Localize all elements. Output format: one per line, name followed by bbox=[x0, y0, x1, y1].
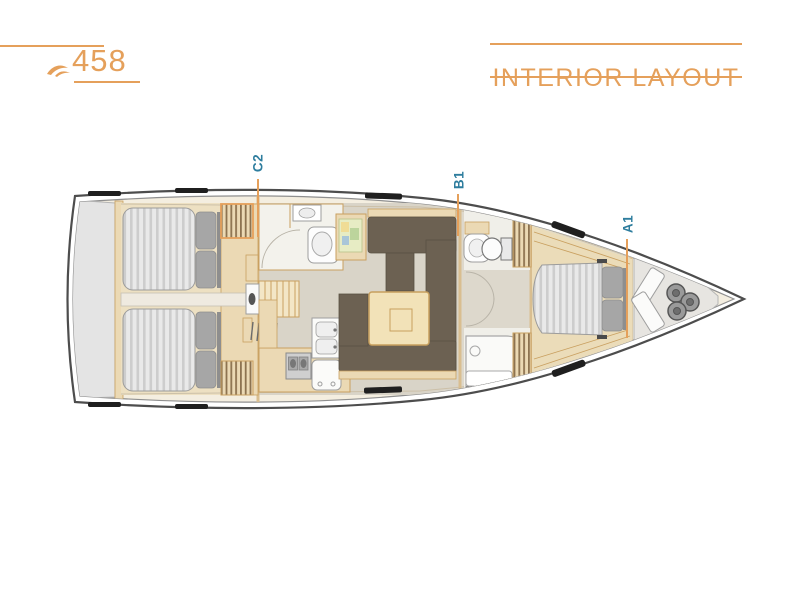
aft-head bbox=[258, 203, 344, 271]
logo-rule bbox=[0, 45, 104, 47]
centerline-passage bbox=[120, 292, 259, 307]
brand-swoosh-icon bbox=[47, 65, 70, 77]
pillow bbox=[195, 250, 217, 289]
bow-locker bbox=[631, 257, 719, 343]
title-rule-bottom bbox=[490, 76, 742, 78]
zone-label-b1: B1 bbox=[451, 170, 467, 190]
rope-coils bbox=[666, 283, 700, 321]
galley bbox=[258, 299, 351, 393]
zone-indicator-lines bbox=[257, 179, 628, 338]
aft-cabin-port bbox=[122, 203, 259, 295]
saloon-table bbox=[368, 291, 430, 346]
toilet bbox=[481, 237, 503, 261]
fwd-bed bbox=[532, 262, 603, 336]
model-number: 458 bbox=[72, 43, 127, 78]
logo-underline bbox=[74, 81, 140, 83]
aft-starboard-bed bbox=[122, 308, 196, 392]
wardrobe-aft-starboard bbox=[220, 360, 254, 396]
pillow bbox=[601, 299, 624, 332]
pillow bbox=[195, 350, 217, 389]
aft-port-bed bbox=[122, 207, 196, 291]
zone-label-c2: C2 bbox=[250, 153, 266, 173]
pillow bbox=[195, 311, 217, 350]
pillow bbox=[195, 211, 217, 250]
toilet-tank bbox=[500, 237, 513, 261]
fwd-cabin bbox=[532, 226, 632, 374]
pillow bbox=[601, 266, 624, 299]
zone-label-a1: A1 bbox=[620, 214, 636, 234]
title-rule-top bbox=[490, 43, 742, 45]
wardrobe-c2 bbox=[220, 203, 254, 239]
fwd-head-toilet bbox=[463, 210, 532, 301]
hull-windows bbox=[88, 188, 586, 409]
companionway-stairs bbox=[242, 254, 300, 343]
wardrobe-fwd-top bbox=[512, 218, 532, 268]
nav-station bbox=[335, 213, 367, 261]
